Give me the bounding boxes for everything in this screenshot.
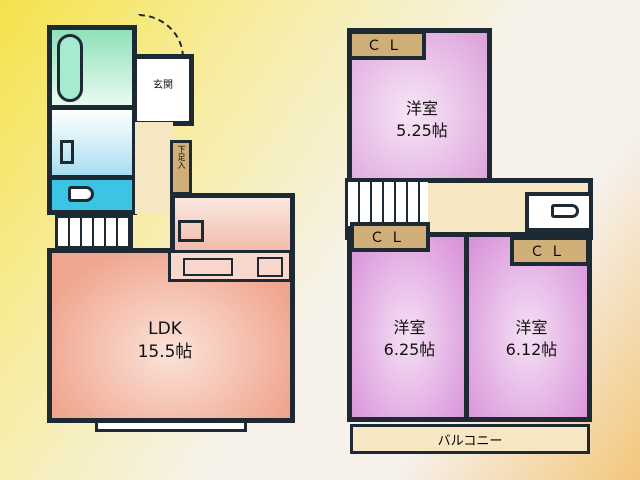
balcony-label: バルコニー xyxy=(437,433,503,449)
sink-icon xyxy=(183,258,233,276)
shoe-storage-label: 下足入 xyxy=(177,145,186,169)
kitchen-area xyxy=(170,193,295,255)
floor1-plan: 玄関 下足入 LDK 15.5帖 xyxy=(47,14,295,432)
closet-2: ＣＬ xyxy=(350,222,430,252)
shoe-storage: 下足入 xyxy=(170,140,192,195)
hallway xyxy=(135,122,173,214)
bedroom-2-name: 洋室 xyxy=(393,318,426,337)
toilet xyxy=(47,175,137,215)
bedroom-2-size: 6.25帖 xyxy=(383,339,436,359)
kitchen-counter xyxy=(168,250,292,282)
entrance-door-swing xyxy=(138,14,184,58)
entrance: 玄関 xyxy=(132,54,194,126)
bedroom-3-label: 洋室 6.12帖 xyxy=(479,317,584,360)
bedroom-3-name: 洋室 xyxy=(515,318,548,337)
bathtub-icon xyxy=(57,34,83,102)
stairs-2f xyxy=(348,182,428,226)
bedroom-1-name: 洋室 xyxy=(405,99,438,118)
toilet-icon xyxy=(68,186,94,202)
bedroom-2: 洋室 6.25帖 xyxy=(347,232,469,422)
washroom xyxy=(47,105,137,180)
ldk-label: LDK 15.5帖 xyxy=(110,318,220,364)
closet-1: ＣＬ xyxy=(348,30,426,60)
bathroom xyxy=(47,25,137,110)
closet-2-label: ＣＬ xyxy=(370,230,410,246)
closet-1-label: ＣＬ xyxy=(367,38,407,54)
toilet-icon xyxy=(551,204,579,218)
ldk-window xyxy=(95,420,247,432)
closet-3-label: ＣＬ xyxy=(530,244,570,260)
bedroom-1-size: 5.25帖 xyxy=(396,120,448,140)
bedroom-3-size: 6.12帖 xyxy=(505,339,558,359)
bedroom-2-label: 洋室 6.25帖 xyxy=(357,317,462,360)
bedroom-1-label: 洋室 5.25帖 xyxy=(372,98,472,141)
ldk-name: LDK xyxy=(148,319,182,339)
washbasin-icon xyxy=(60,140,74,164)
entrance-label: 玄関 xyxy=(153,80,173,91)
balcony: バルコニー xyxy=(350,424,590,454)
stove-icon xyxy=(257,257,283,277)
toilet-2f xyxy=(525,192,593,232)
stairs xyxy=(55,215,133,249)
closet-3: ＣＬ xyxy=(510,236,590,266)
fridge-icon xyxy=(178,220,204,242)
floor2-plan: 洋室 5.25帖 ＣＬ 洋室 6.25帖 洋室 6.12帖 ＣＬ ＣＬ バルコニ… xyxy=(320,0,640,480)
ldk-size: 15.5帖 xyxy=(137,341,193,362)
